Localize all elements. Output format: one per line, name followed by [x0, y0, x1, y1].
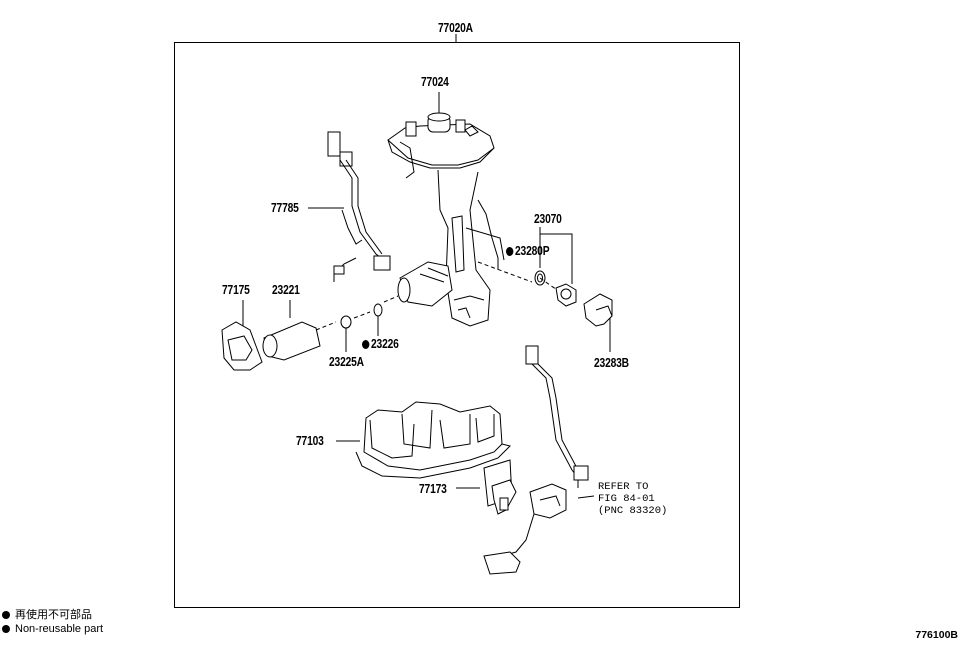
legend-row-jp: 再使用不可部品 [2, 608, 103, 622]
gauge-plate-drawing [456, 459, 517, 515]
refer-line-1: REFER TO [598, 481, 649, 493]
non-reusable-marker-icon [2, 625, 10, 633]
part-23221-label[interactable]: 23221 [272, 283, 300, 297]
refer-line-3: (PNC 83320) [598, 505, 668, 517]
clip-drawing [583, 293, 613, 352]
part-23070-label[interactable]: 23070 [534, 212, 562, 226]
part-23280P-label[interactable]: 23280P [506, 244, 550, 258]
part-77024-label[interactable]: 77024 [421, 75, 449, 89]
legend-text-en: Non-reusable part [15, 623, 104, 635]
wire-harness-drawing [308, 131, 391, 282]
non-reusable-marker-icon [362, 340, 370, 349]
fuel-pump-drawing [221, 261, 453, 371]
part-77175-label[interactable]: 77175 [222, 283, 250, 297]
assembly-frame [174, 42, 740, 608]
legend-row-en: Non-reusable part [2, 622, 103, 636]
refer-line-2: FIG 84-01 [598, 493, 655, 505]
legend: 再使用不可部品 Non-reusable part [2, 608, 103, 636]
non-reusable-marker-icon [2, 611, 10, 619]
part-23280P-number: 23280P [515, 244, 550, 258]
part-23226-number: 23226 [371, 337, 399, 351]
sender-gauge-drawing [483, 345, 595, 575]
filter-set-drawing [534, 227, 577, 307]
part-23226-label[interactable]: 23226 [362, 337, 399, 351]
sub-tank-drawing [336, 401, 511, 479]
legend-text-jp: 再使用不可部品 [15, 609, 92, 621]
part-77103-label[interactable]: 77103 [296, 434, 324, 448]
part-23225A-label[interactable]: 23225A [329, 355, 364, 369]
non-reusable-marker-icon [506, 247, 514, 256]
part-23283B-label[interactable]: 23283B [594, 356, 629, 370]
diagram-code: 776100B [915, 629, 958, 641]
assembly-number[interactable]: 77020A [438, 21, 473, 35]
part-77173-label[interactable]: 77173 [419, 482, 447, 496]
part-77785-label[interactable]: 77785 [271, 201, 299, 215]
